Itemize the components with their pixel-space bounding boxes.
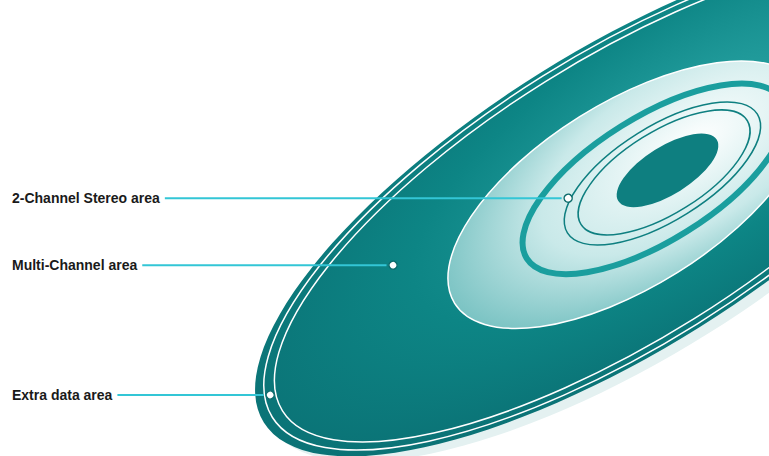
disc-body [184,0,769,456]
area-label: Extra data area [12,387,112,404]
inner-ring [559,86,769,259]
leader-line [117,394,263,396]
rim-line [195,0,769,456]
inner-ring [494,47,769,311]
callout-dot [265,389,276,400]
rim-line [208,0,769,456]
stereo-area [406,8,769,381]
inner-ring [543,74,769,272]
leader-line [165,197,562,199]
area-label: 2-Channel Stereo area [12,190,160,207]
hub [606,119,730,221]
leader-line [142,264,386,266]
area-label: Multi-Channel area [12,257,137,274]
callout-dot [388,260,399,271]
callout-dot [563,193,574,204]
